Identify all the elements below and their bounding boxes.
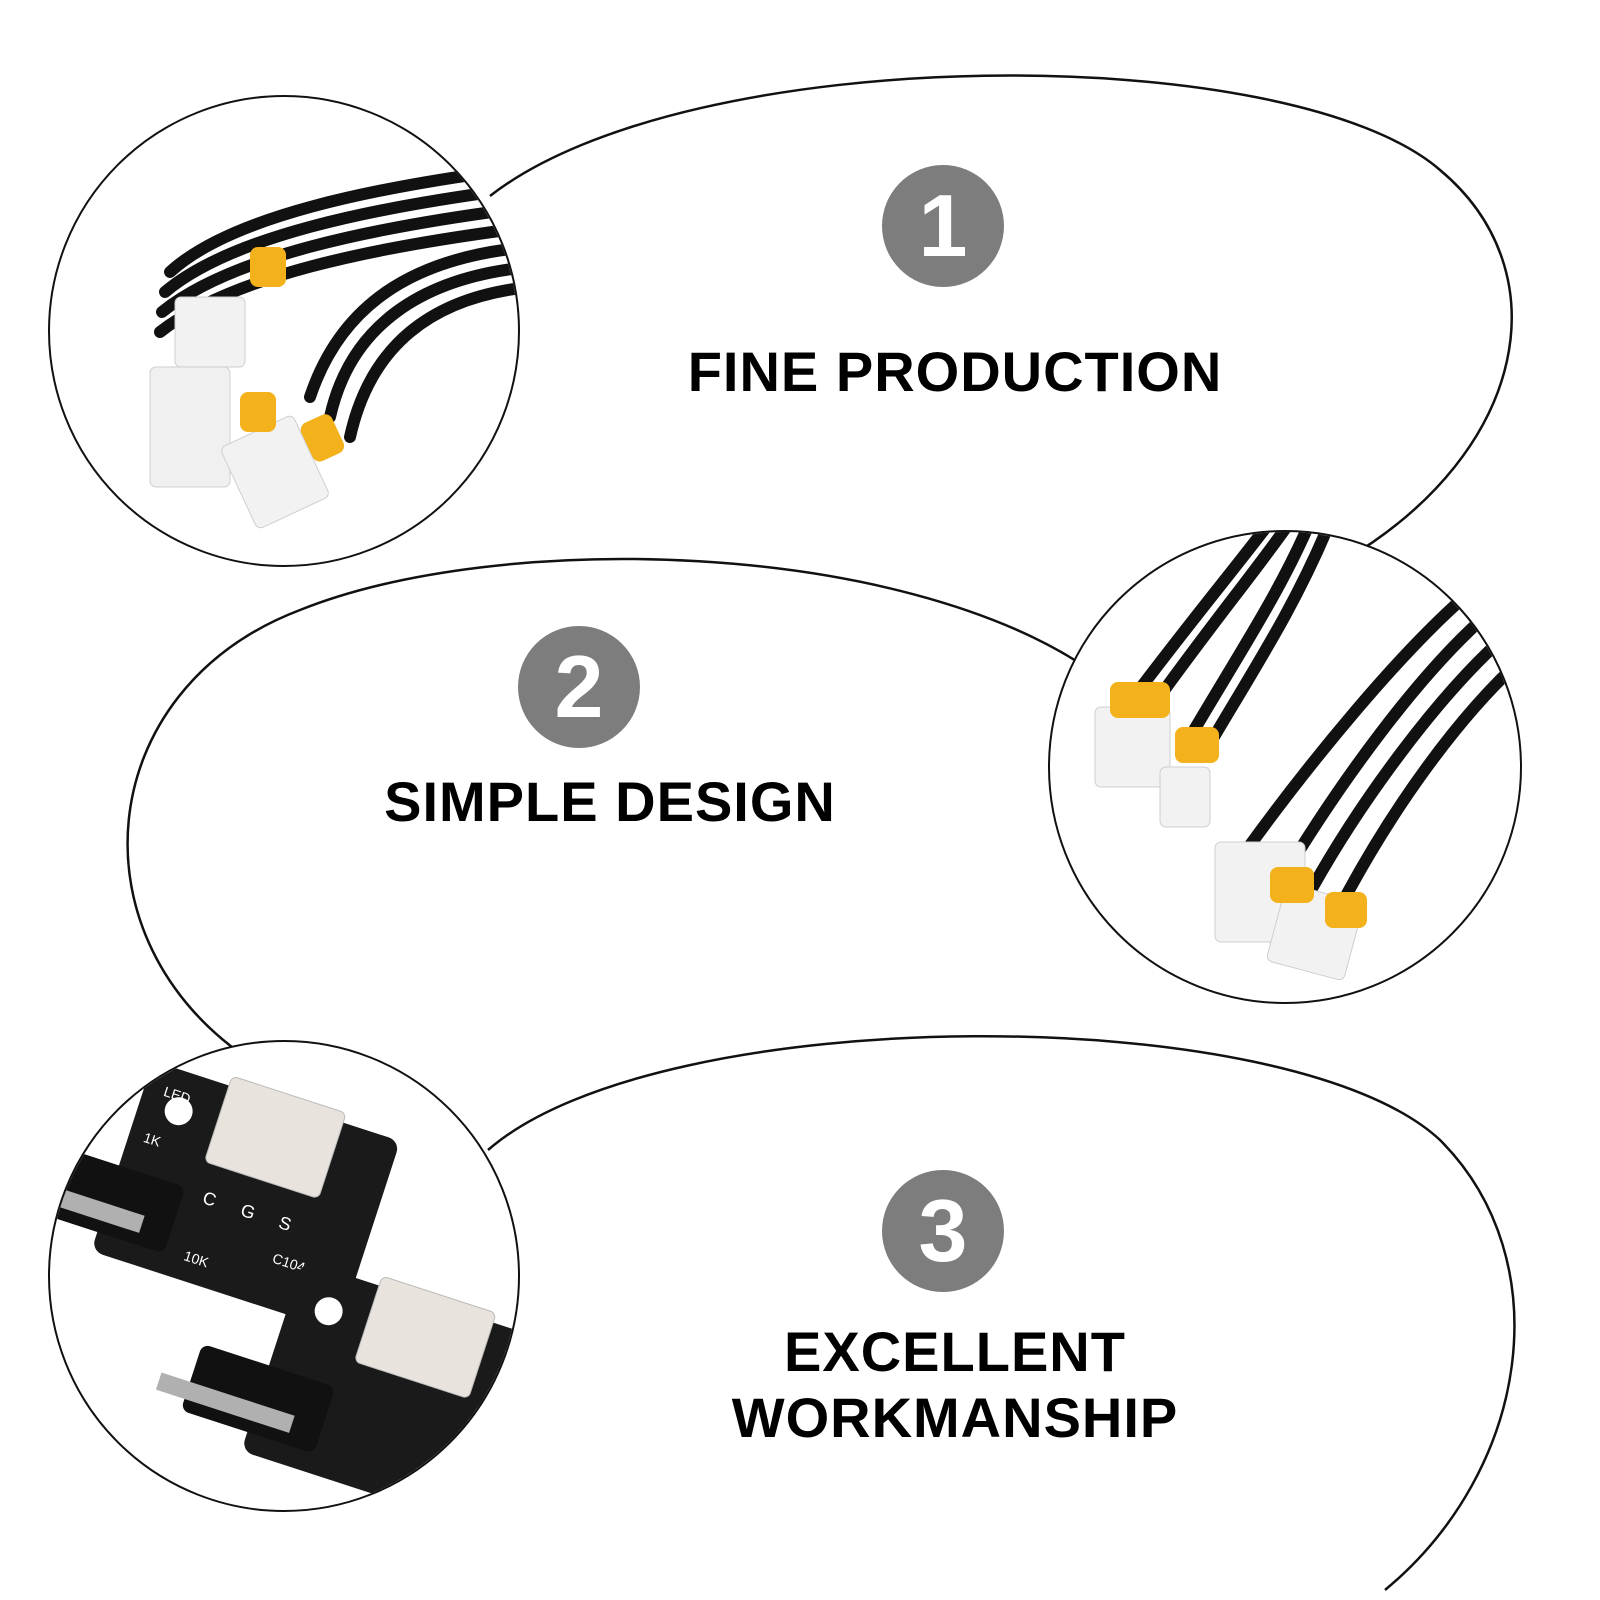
pcb-label-g: G — [238, 1200, 258, 1223]
pcb-label-s: S — [276, 1212, 294, 1235]
endstop-photo: C G S C104 10K 1K LED — [48, 1040, 520, 1512]
feature-title-3-line-1: EXCELLENT — [784, 1320, 1126, 1383]
cable-connectors-image — [1094, 532, 1520, 981]
cable-photo-1 — [48, 95, 520, 567]
pcb-label-1k: 1K — [142, 1129, 164, 1150]
outline-curve-1 — [489, 74, 1513, 562]
outline-curve-3 — [487, 1034, 1516, 1591]
pcb-label-c: C — [200, 1188, 219, 1211]
pcb-label-10k: 10K — [182, 1247, 211, 1270]
step-badge-1: 1 — [882, 165, 1004, 287]
step-badge-3: 3 — [882, 1170, 1004, 1292]
endstop-boards-image: C G S C104 10K 1K LED — [50, 1063, 518, 1510]
cable-bundle-image — [149, 162, 518, 529]
feature-title-1: FINE PRODUCTION — [687, 340, 1223, 403]
feature-title-3-line-2: WORKMANSHIP — [731, 1386, 1179, 1449]
step-badge-2: 2 — [518, 626, 640, 748]
feature-title-2: SIMPLE DESIGN — [384, 770, 836, 833]
outline-curve-2 — [126, 557, 1091, 1062]
cable-photo-2 — [1048, 530, 1522, 1004]
